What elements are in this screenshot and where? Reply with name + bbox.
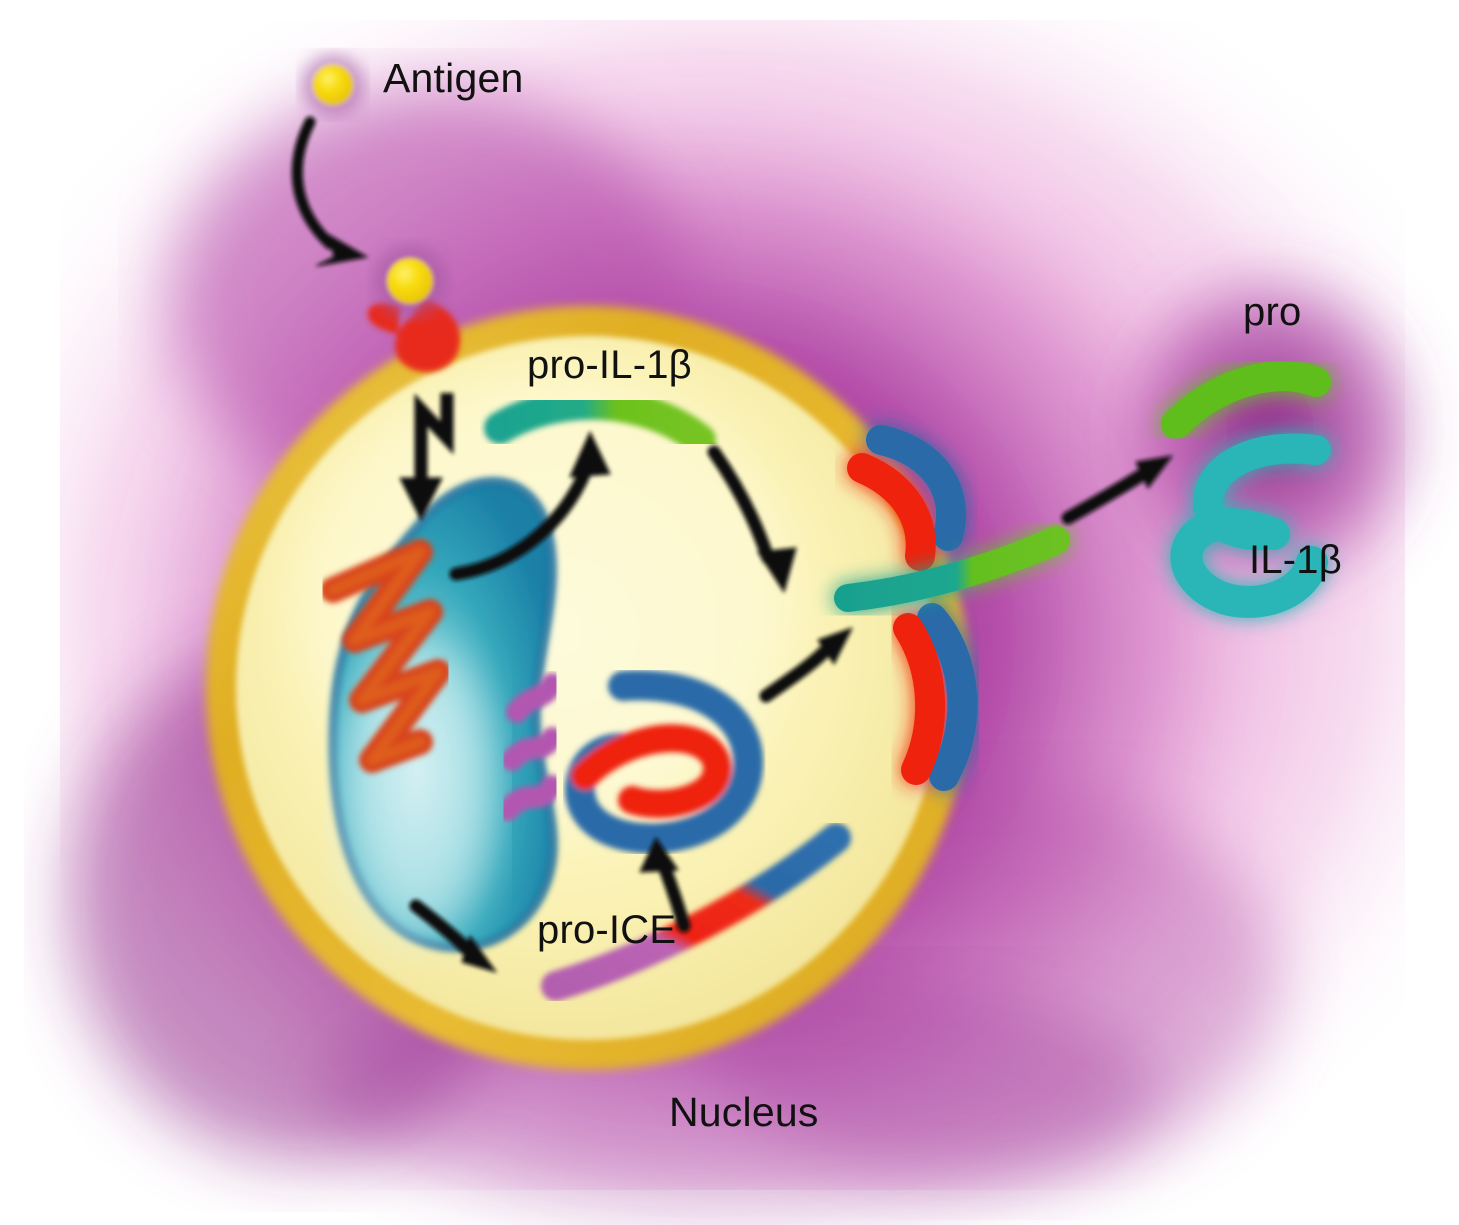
label-il1b: IL-1β [1249,538,1342,582]
label-antigen: Antigen [383,55,524,101]
arrow-pro-ice-to-coil [639,836,691,933]
arrow-nucleus-to-pro-ice [409,899,498,973]
arrow-signal-to-nucleus [399,393,454,522]
ice-complex-lower [893,603,978,791]
pro-ice-coil [564,670,764,854]
released-il1b [1170,433,1331,618]
pro-ice-arc [541,823,851,1001]
arrow-nucleus-to-pro-il1b [449,430,611,581]
label-nucleus: Nucleus [669,1089,819,1135]
label-pro-ice: pro-ICE [537,908,677,952]
mrna-strands [497,673,563,821]
label-pro: pro [1243,290,1302,334]
label-pro-il1b: pro-IL-1β [527,343,692,387]
arrow-coil-to-membrane [759,627,854,703]
ice-complex-upper [847,425,966,571]
antigen-free [302,54,364,116]
arrow-secretion-to-il1b [1061,455,1174,525]
pro-il1b-arc [484,387,716,456]
arrow-pro-il1b-to-membrane [707,445,797,594]
secreted-strand [834,526,1070,612]
arrow-antigen-to-receptor [291,116,369,267]
antigen-bound [374,245,446,317]
released-pro-fragment [1161,361,1331,439]
nuclear-dna [320,539,451,773]
